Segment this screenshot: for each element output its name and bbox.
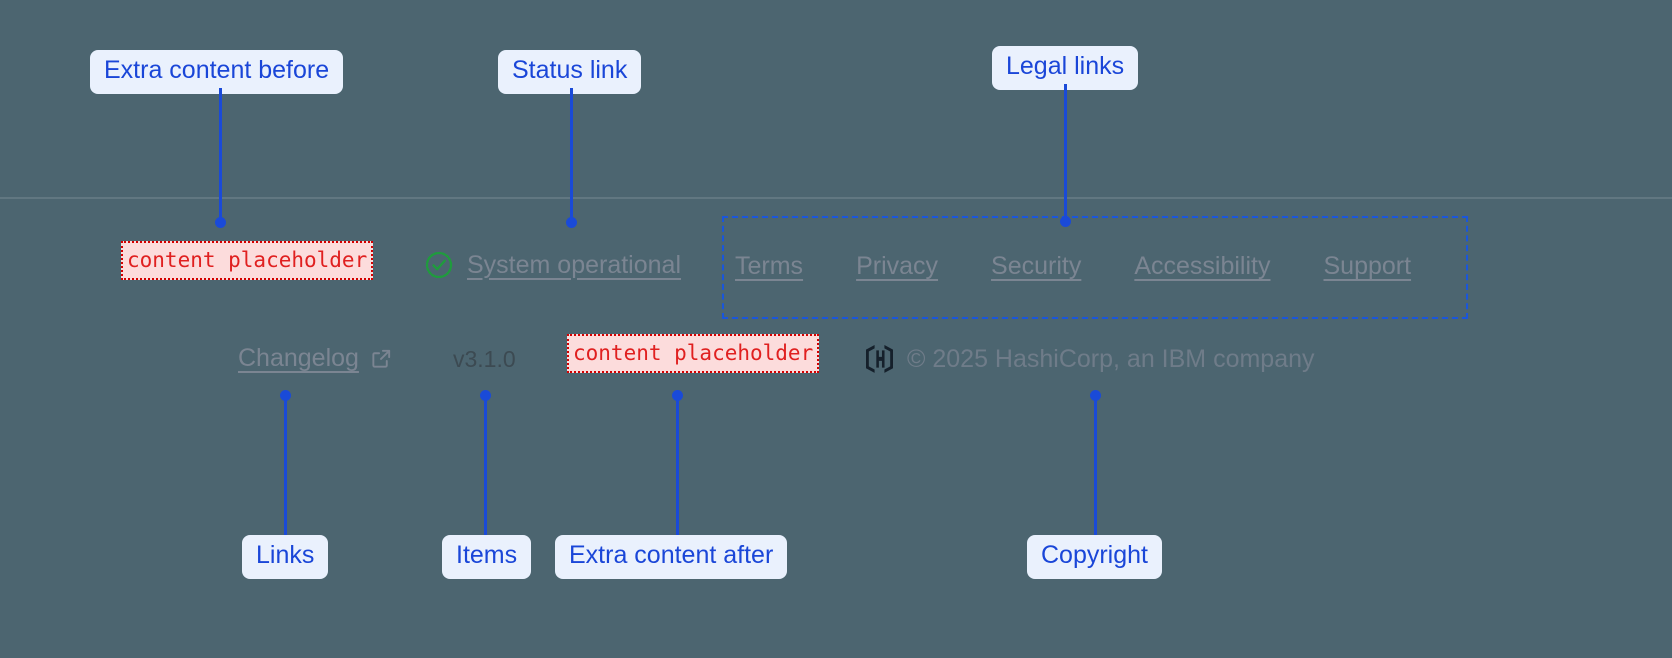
copyright-text: © 2025 HashiCorp, an IBM company: [907, 344, 1315, 373]
callout-items: Items: [442, 535, 532, 579]
leader-line-items: [484, 398, 487, 535]
leader-dot-extra-content-after: [672, 390, 683, 401]
version-label: v3.1.0: [453, 346, 516, 372]
legal-link-privacy[interactable]: Privacy: [856, 252, 939, 280]
legal-link-support[interactable]: Support: [1323, 252, 1412, 280]
leader-line-status-link: [570, 88, 573, 222]
leader-line-extra-content-before: [219, 88, 222, 222]
leader-dot-copyright: [1090, 390, 1101, 401]
callout-links: Links: [242, 535, 329, 579]
leader-line-links: [284, 398, 287, 535]
leader-dot-items: [480, 390, 491, 401]
callout-copyright: Copyright: [1027, 535, 1162, 579]
footer-top-divider: [0, 197, 1672, 199]
leader-line-legal-links: [1064, 84, 1067, 221]
status-link-label: System operational: [467, 250, 682, 279]
callout-extra-content-after: Extra content after: [555, 535, 788, 579]
callout-legal-links: Legal links: [992, 46, 1139, 90]
legal-link-terms[interactable]: Terms: [735, 252, 804, 280]
status-link[interactable]: System operational: [424, 250, 681, 280]
hashicorp-logo: [866, 344, 893, 374]
legal-link-accessibility[interactable]: Accessibility: [1134, 252, 1271, 280]
callout-status-link: Status link: [498, 50, 642, 94]
extra-content-after-placeholder: content placeholder: [567, 334, 820, 374]
check-circle-icon: [424, 250, 454, 280]
leader-dot-status-link: [566, 217, 577, 228]
legal-links-group: Terms Privacy Security Accessibility Sup…: [735, 252, 1411, 281]
leader-line-extra-content-after: [676, 398, 679, 535]
external-link-icon: [370, 347, 393, 370]
leader-line-copyright: [1094, 398, 1097, 535]
changelog-link[interactable]: Changelog: [238, 344, 393, 373]
extra-content-before-placeholder: content placeholder: [121, 241, 374, 281]
leader-dot-links: [280, 390, 291, 401]
changelog-label: Changelog: [238, 344, 359, 372]
leader-dot-extra-content-before: [215, 217, 226, 228]
legal-link-security[interactable]: Security: [991, 252, 1082, 280]
leader-dot-legal-links: [1060, 216, 1071, 227]
callout-extra-content-before: Extra content before: [90, 50, 344, 94]
copyright-group: © 2025 HashiCorp, an IBM company: [866, 344, 1315, 374]
